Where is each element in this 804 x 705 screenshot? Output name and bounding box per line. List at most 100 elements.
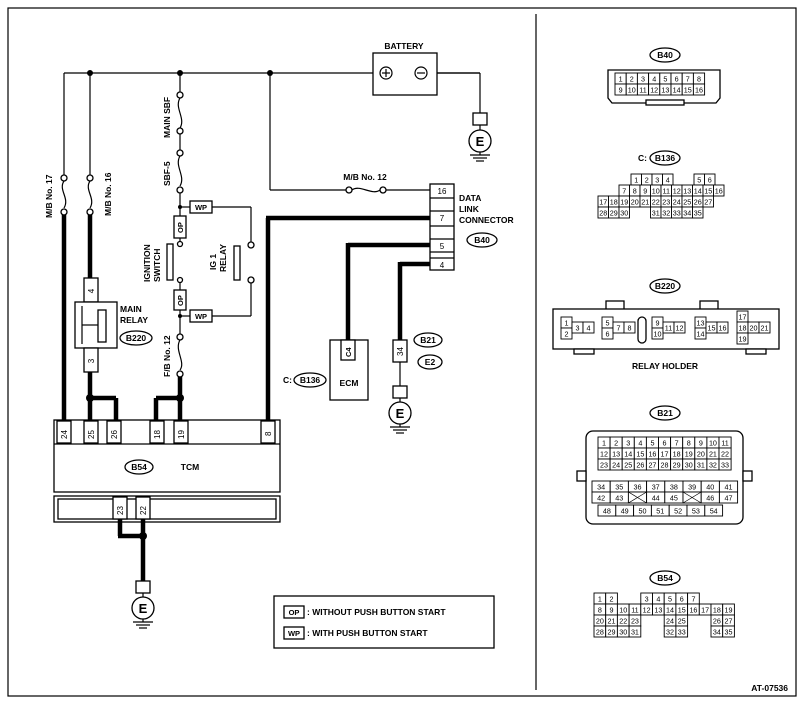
b21-pin-34: 34 — [396, 347, 405, 356]
pin-number: 42 — [597, 493, 605, 502]
pin-number: 19 — [739, 334, 747, 343]
ground-symbol: E — [388, 385, 412, 434]
pin-cell — [651, 327, 664, 340]
pin-number: 30 — [685, 460, 693, 469]
ecm: C4 ECM — [329, 339, 369, 401]
pin-number: 11 — [663, 186, 670, 195]
pin-number: 54 — [710, 506, 718, 515]
pin-number: 29 — [608, 627, 616, 636]
pin-number: 40 — [706, 482, 714, 491]
pin-number: 28 — [661, 460, 669, 469]
ecm-pin-c4: C4 — [344, 347, 353, 357]
pin-number: 14 — [697, 329, 705, 338]
junction — [139, 532, 147, 540]
ecm-label: ECM — [340, 378, 359, 388]
pin-cell — [560, 327, 573, 340]
pin-number: 10 — [654, 329, 662, 338]
pin-number: 27 — [648, 460, 656, 469]
pin-number: 9 — [610, 605, 614, 614]
pin-number: 3 — [576, 323, 580, 332]
dlc-pin-16: 16 — [438, 187, 447, 196]
pin-number: 12 — [650, 85, 658, 94]
ignition-label-1: IGNITION — [142, 244, 152, 282]
ground-label: E — [139, 601, 148, 616]
op-tag-upper: OP — [176, 222, 185, 233]
pin-number: 34 — [597, 482, 605, 491]
pin-number: 13 — [612, 449, 620, 458]
pin-number: 46 — [706, 493, 714, 502]
pin-number: 24 — [612, 460, 620, 469]
pin-number: 15 — [704, 186, 712, 195]
pin-number: 4 — [638, 438, 642, 447]
pin-number: 29 — [610, 208, 618, 217]
pin-number: 15 — [684, 85, 692, 94]
pin-number: 51 — [656, 506, 664, 515]
pin-cell — [692, 206, 704, 219]
pin-number: 1 — [602, 438, 606, 447]
main-relay-label-2: RELAY — [120, 315, 148, 325]
pin-cell — [718, 491, 739, 504]
pin-number: 24 — [673, 197, 681, 206]
pin-number: 5 — [663, 74, 667, 83]
pin-number: 29 — [673, 460, 681, 469]
pin-number: 10 — [652, 186, 660, 195]
tcm: 24 25 26 18 19 8 B54 TCM 23 22 — [53, 419, 281, 523]
pin-number: 30 — [619, 627, 627, 636]
pin-number: 21 — [608, 616, 616, 625]
pin-number: 9 — [619, 85, 623, 94]
pin-number: 2 — [645, 175, 649, 184]
empty-pin-mark — [682, 491, 702, 504]
empty-pin-mark — [628, 491, 647, 504]
pin-number: 9 — [643, 186, 647, 195]
ig1-relay: IG 1 RELAY — [208, 241, 255, 284]
pin-number: 10 — [709, 438, 717, 447]
main-sbf-label: MAIN SBF — [162, 97, 172, 138]
pin-number: 17 — [599, 197, 607, 206]
pin-number: 53 — [692, 506, 700, 515]
pin-number: 21 — [761, 323, 769, 332]
pin-number: 18 — [610, 197, 618, 206]
pin-number: 19 — [620, 197, 628, 206]
ground-label: E — [476, 134, 485, 149]
tcm-pin-22: 22 — [139, 506, 148, 515]
b54-view-tag: B54 — [657, 573, 673, 583]
b136-view-tag: B136 — [655, 153, 676, 163]
pin-number: 7 — [675, 438, 679, 447]
pin-number: 45 — [670, 493, 678, 502]
pin-number: 12 — [643, 605, 651, 614]
tcm-pin-26: 26 — [110, 430, 119, 439]
junction — [176, 394, 184, 402]
pin-number: 10 — [619, 605, 627, 614]
pin-number: 16 — [715, 186, 723, 195]
pin-number: 5 — [650, 438, 654, 447]
pin-number: 12 — [676, 323, 684, 332]
pin-number: 39 — [688, 482, 696, 491]
pin-cell — [713, 184, 725, 197]
legend-wp-tag: WP — [288, 629, 300, 638]
pin-number: 6 — [675, 74, 679, 83]
dlc-pin-5: 5 — [440, 242, 445, 251]
pin-number: 34 — [713, 627, 721, 636]
pin-number: 19 — [685, 449, 693, 458]
pin-number: 4 — [587, 323, 591, 332]
legend-op-tag: OP — [289, 608, 300, 617]
pin-cell — [582, 321, 595, 334]
pin-cell — [702, 195, 714, 208]
pin-number: 2 — [630, 74, 634, 83]
ecm-tag: B136 — [300, 375, 321, 385]
pin-number: 31 — [697, 460, 705, 469]
pin-number: 3 — [626, 438, 630, 447]
e2-tag: E2 — [425, 357, 436, 367]
pin-cell — [722, 625, 735, 638]
pin-number: 25 — [624, 460, 632, 469]
pin-number: 20 — [631, 197, 639, 206]
pin-number: 17 — [661, 449, 669, 458]
tcm-pin-25: 25 — [87, 430, 96, 439]
ig1-label-1: IG 1 — [208, 254, 218, 270]
pin-number: 48 — [603, 506, 611, 515]
pin-number: 10 — [628, 85, 636, 94]
b220-view-tag: B220 — [655, 281, 676, 291]
pin-number: 13 — [697, 318, 705, 327]
pin-number: 3 — [645, 594, 649, 603]
